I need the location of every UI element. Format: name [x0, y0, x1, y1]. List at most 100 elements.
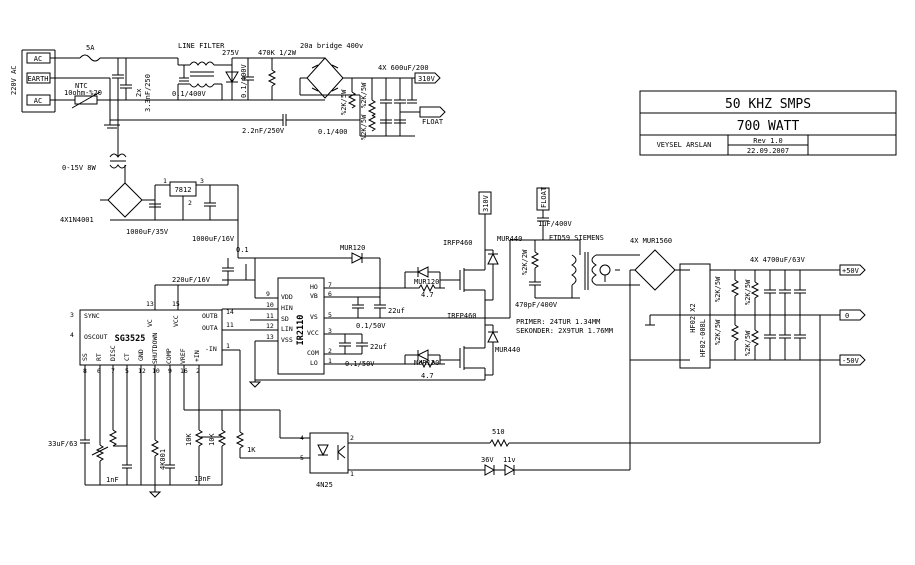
gate-res-2: 4.7	[421, 372, 434, 380]
reg-pin-3: 3	[200, 177, 204, 185]
ntc-value: 10ohm-%20	[64, 89, 102, 97]
aux-cap-out: 1000uF/16V	[192, 235, 235, 243]
y-cap-label: 2.2nF/250V	[242, 127, 285, 135]
sg3525-pin-outb: OUTB	[202, 312, 218, 320]
sg3525-pin-outa: OUTA	[202, 324, 218, 332]
cap-01-400-b: 0.1/400	[318, 128, 348, 136]
tag-float: FLOAT	[422, 118, 444, 126]
gate-res-1: 4.7	[421, 291, 434, 299]
sg3525-pinnum-1: 1	[226, 342, 230, 350]
out-res-2: %2K/5W	[744, 279, 752, 305]
sg3525-pin-gnd: GND	[137, 349, 145, 361]
ir2110-pin-vs: VS	[310, 313, 318, 321]
ir2110-label: IR2110	[296, 315, 306, 346]
ir2110-pin-hin: HIN	[281, 304, 293, 312]
sg3525-pin-vc: VC	[146, 319, 154, 327]
ntc-label: NTC	[75, 82, 88, 90]
tag-float-stage: FLOAT	[540, 186, 548, 208]
snubber-res: %2K/2W	[521, 249, 529, 275]
bleeder-label: 470K 1/2W	[258, 49, 297, 57]
terminal-plus50: +50V	[842, 267, 860, 275]
zener-11v: 11v	[503, 456, 516, 464]
ir2110-pin-lin: LIN	[281, 325, 293, 333]
ir2110-pin-lo: LO	[310, 359, 318, 367]
sg3525-pinnum-11: 11	[226, 321, 234, 329]
choke-label-2: HF02-008L	[699, 319, 707, 357]
ir2110-pinnum-13: 13	[266, 333, 274, 341]
ir2110-pin-vss: VSS	[281, 336, 293, 344]
line-filter: LINE FILTER 0.1/400V 275V 0.1/400V	[172, 42, 310, 101]
ir2110-pinnum-5: 5	[328, 311, 332, 319]
feedback-res-510: 510	[492, 428, 505, 436]
input-bridge: 20a bridge 400v %2K/5W %2K/5W %2K/5W	[110, 42, 446, 140]
freewheel-diode-1: MUR440	[497, 235, 522, 243]
x-cap-count: 2x	[135, 89, 143, 97]
ir2110-pin-vcc: VCC	[307, 329, 319, 337]
tag-310v: 310V	[418, 75, 436, 83]
pot-10k-2: 10K	[208, 433, 216, 446]
sg3525-pinnum-15: 15	[172, 300, 180, 308]
terminal-minus50: -50V	[842, 357, 860, 365]
power-stage: 310V IRFP460 MUR440 IRFP460 MUR440	[255, 186, 620, 381]
secondary-spec: SEKONDER: 2X9TUR 1.76MM	[516, 327, 613, 335]
sg3525-pin-comp: COMP	[165, 348, 173, 364]
ir2110-pinnum-7: 7	[328, 281, 332, 289]
mosfet-1-label: IRFP460	[443, 239, 473, 247]
output-section: 4X MUR1560 HF02 X2 HF02-008L %2K/5W %2K/…	[615, 237, 866, 369]
ir2110-pinnum-11: 11	[266, 312, 274, 320]
ir2110-pinnum-9: 9	[266, 290, 270, 298]
gate-diode-2: MUR120	[414, 359, 439, 367]
out-res-4: %2K/5W	[714, 319, 722, 345]
varistor-label: 275V	[222, 49, 240, 57]
ir2110-pin-vdd: VDD	[281, 293, 293, 301]
sg3525-pinnum-14: 14	[226, 308, 234, 316]
title-line-2: 700 WATT	[737, 119, 800, 134]
output-caps-label: 4X 4700uF/63V	[750, 256, 806, 264]
out-res-1: %2K/5W	[714, 276, 722, 302]
sg3525-pinnum-12: 12	[138, 367, 146, 375]
comp-cap-label: 10nF	[194, 475, 211, 483]
gate-diode-1: MUR120	[414, 278, 439, 286]
sg3525-pin-vcc: VCC	[172, 315, 180, 327]
filter-cap-label: 0.1/400V	[172, 90, 207, 98]
optocoupler-label: 4N25	[316, 481, 333, 489]
x-cap-value: 3.3nF/250	[144, 74, 152, 112]
cap-01-label: 0.1	[236, 246, 249, 254]
sg3525-pinnum-10: 10	[152, 367, 160, 375]
pot-10k-1: 10K	[185, 433, 193, 446]
driver-ir2110: IR2110 VDD HIN SD LIN VSS 9 10 11 12 13 …	[172, 244, 460, 380]
reg-pin-1: 1	[163, 177, 167, 185]
cap-22uf-b: 22uf	[370, 343, 387, 351]
ir2110-pinnum-1: 1	[328, 357, 332, 365]
bleed-res-1: %2K/5W	[340, 89, 348, 115]
out-res-3: %2K/5W	[744, 330, 752, 356]
cap-01-50v-b: 0.1/50V	[345, 360, 375, 368]
freewheel-diode-2: MUR440	[495, 346, 520, 354]
feedback: 4N25 4 5 1 2 510 36V 11v	[222, 315, 821, 489]
cap-220uf: 220uF/16V	[172, 276, 211, 284]
mains-label: 220V AC	[10, 65, 18, 95]
sg3525-pin-plus: +IN	[193, 350, 201, 362]
shutdown-res: 4K001	[159, 449, 167, 470]
sg3525-pinnum-13: 13	[146, 300, 154, 308]
bleed-res-2: %2K/5W	[360, 82, 368, 108]
aux-supply: 0-15V 8W 4X1N4001 7812 1 2 3 1000uF/35V …	[60, 100, 239, 258]
sg3525-pin-oscout: OSCOUT	[84, 333, 108, 341]
regulator-label: 7812	[175, 186, 192, 194]
ir2110-pinnum-10: 10	[266, 301, 274, 309]
sg3525-pin-vref: VREF	[179, 348, 187, 364]
cap-01-400: 0.1/400V	[240, 63, 248, 98]
bridge-label: 20a bridge 400v	[300, 42, 363, 50]
mosfet-2-label: IRFP460	[447, 312, 477, 320]
ir2110-pinnum-3: 3	[328, 327, 332, 335]
sg3525-pin-minus: -IN	[205, 345, 217, 353]
ir2110-pinnum-2: 2	[328, 347, 332, 355]
snubber-cap: 470pF/400V	[515, 301, 558, 309]
ir2110-pin-ho: HO	[310, 283, 318, 291]
sg3525-pin-sync: SYNC	[84, 312, 100, 320]
sg3525-pinnum-6: 6	[97, 367, 101, 375]
ac-terminal-2: AC	[34, 97, 42, 105]
title-line-1: 50 KHZ SMPS	[725, 97, 811, 112]
revision: Rev 1.0	[753, 137, 783, 145]
